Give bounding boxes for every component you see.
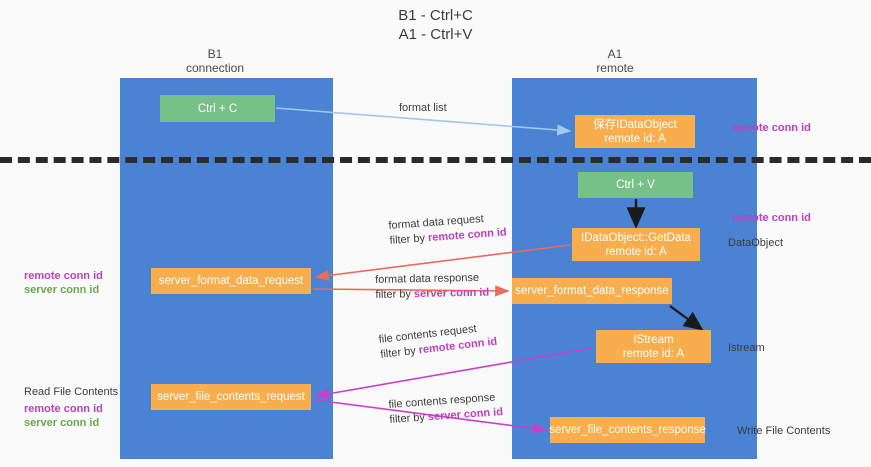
annotation-istream: Istream [728,341,765,355]
diagram-title: B1 - Ctrl+C A1 - Ctrl+V [0,6,871,44]
filter-prefix: filter by [389,411,429,426]
title-line-2: A1 - Ctrl+V [398,26,473,43]
annotation-conn-ids-middle: remote conn id server conn id [24,269,103,297]
box-save-idataobject[interactable]: 保存IDataObject remote id: A [575,115,695,148]
arrow-format-data-response [312,285,510,297]
box-server-format-data-request-label: server_format_data_request [158,275,304,287]
filter-prefix: filter by [389,232,429,247]
annotation-remote-conn-id-text: remote conn id [24,270,103,282]
annotation-dataobject-text: DataObject [728,237,784,249]
annotation-read-file-contents: Read File Contents [24,385,118,399]
box-istream-label: IStream [633,333,674,346]
annotation-remote-conn-id-top: remote conn id [732,121,811,135]
box-istream[interactable]: IStream remote id: A [596,330,711,363]
box-server-format-data-response[interactable]: server_format_data_response [512,278,672,304]
edge-label-format-list: format list [399,101,447,116]
box-ctrl-v[interactable]: Ctrl + V [578,172,693,198]
arrow-format-list [275,107,572,136]
filter-prefix: filter by [379,344,420,361]
box-idataobject-getdata-label: IDataObject::GetData [581,231,691,244]
box-save-idataobject-remote-id: remote id: A [604,132,666,145]
box-ctrl-c-label: Ctrl + C [197,102,238,115]
filter-key-server-conn-id: server conn id [413,286,490,301]
box-server-format-data-response-label: server_format_data_response [515,285,669,297]
filter-key-server-conn-id: server conn id [427,406,504,424]
column-b1-role: connection [185,61,245,75]
box-server-file-contents-request-label: server_file_contents_request [157,391,305,403]
box-server-format-data-request[interactable]: server_format_data_request [151,268,311,294]
column-a1-role: remote [596,61,634,75]
annotation-read-file-contents-text: Read File Contents [24,386,119,398]
annotation-write-file-contents: Write File Contents [737,424,830,438]
column-a1-name: A1 [607,47,623,61]
annotation-remote-conn-id-middle: remote conn id [732,211,811,225]
arrow-file-contents-response [314,399,548,434]
annotation-remote-conn-id-text: remote conn id [24,403,103,415]
arrow-file-contents-request [314,347,593,400]
box-istream-remote-id: remote id: A [622,347,685,360]
column-header-b1: B1 connection [155,47,275,75]
phase-separator [0,157,871,163]
box-idataobject-getdata-remote-id: remote id: A [605,245,667,258]
annotation-server-conn-id-text: server conn id [24,284,100,296]
arrow-format-data-request [314,244,571,281]
box-save-idataobject-label: 保存IDataObject [593,118,677,131]
column-b1-name: B1 [207,47,223,61]
column-header-a1: A1 remote [555,47,675,75]
edge-filter-format-data-response: filter by server conn id [375,286,489,303]
edge-label-format-list-text: format list [399,102,447,114]
box-server-file-contents-response[interactable]: server_file_contents_response [549,417,706,443]
box-server-file-contents-request[interactable]: server_file_contents_request [151,384,311,410]
filter-prefix: filter by [375,288,415,301]
box-ctrl-c[interactable]: Ctrl + C [160,95,275,122]
box-ctrl-v-label: Ctrl + V [616,179,655,191]
edge-label-format-data-response: format data response filter by server co… [375,271,489,303]
annotation-istream-text: Istream [728,342,765,354]
box-idataobject-getdata[interactable]: IDataObject::GetData remote id: A [572,228,700,261]
arrow-response-to-istream [669,305,704,331]
annotation-server-conn-id-text: server conn id [24,417,100,429]
title-line-1: B1 - Ctrl+C [398,7,473,24]
annotation-remote-conn-id-text: remote conn id [732,122,811,134]
annotation-write-file-contents-text: Write File Contents [737,425,831,437]
annotation-conn-ids-bottom: remote conn id server conn id [24,402,103,430]
annotation-remote-conn-id-text: remote conn id [732,212,811,224]
annotation-dataobject: DataObject [728,236,783,250]
box-server-file-contents-response-label: server_file_contents_response [549,424,706,436]
